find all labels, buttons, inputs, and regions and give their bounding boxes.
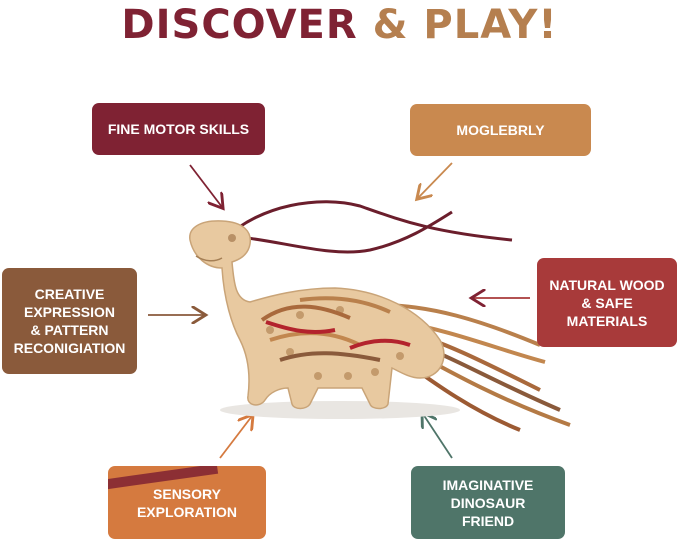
arrow-moglebrly [418, 162, 453, 198]
badge-natural-wood: NATURAL WOOD & SAFE MATERIALS [537, 258, 677, 347]
badge-sensory-label: SENSORY EXPLORATION [136, 485, 238, 520]
badge-imaginative-label: IMAGINATIVE DINOSAUR FRIEND [442, 476, 534, 529]
title-and-play: & PLAY! [372, 2, 558, 48]
badge-fine-motor-skills: FINE MOTOR SKILLS [92, 103, 265, 155]
badge-creative-label: CREATIVE EXPRESSION & PATTERN RECONIGIAT… [13, 286, 126, 356]
badge-sensory-exploration: SENSORY EXPLORATION [108, 466, 266, 539]
badge-fine-motor-label: FINE MOTOR SKILLS [107, 121, 250, 137]
title-discover: DISCOVER [121, 2, 358, 48]
badge-imaginative-dinosaur: IMAGINATIVE DINOSAUR FRIEND [411, 466, 565, 539]
badge-creative-expression: CREATIVE EXPRESSION & PATTERN RECONIGIAT… [2, 268, 137, 374]
arrow-sensory [219, 416, 252, 459]
arrow-fine-motor [189, 164, 222, 207]
arrow-imaginative [423, 414, 453, 459]
badge-moglebrly-label: MOGLEBRLY [456, 122, 545, 138]
badge-natural-label: NATURAL WOOD & SAFE MATERIALS [549, 276, 665, 329]
page-title: DISCOVER & PLAY! [0, 0, 679, 52]
badge-moglebrly: MOGLEBRLY [410, 104, 591, 156]
